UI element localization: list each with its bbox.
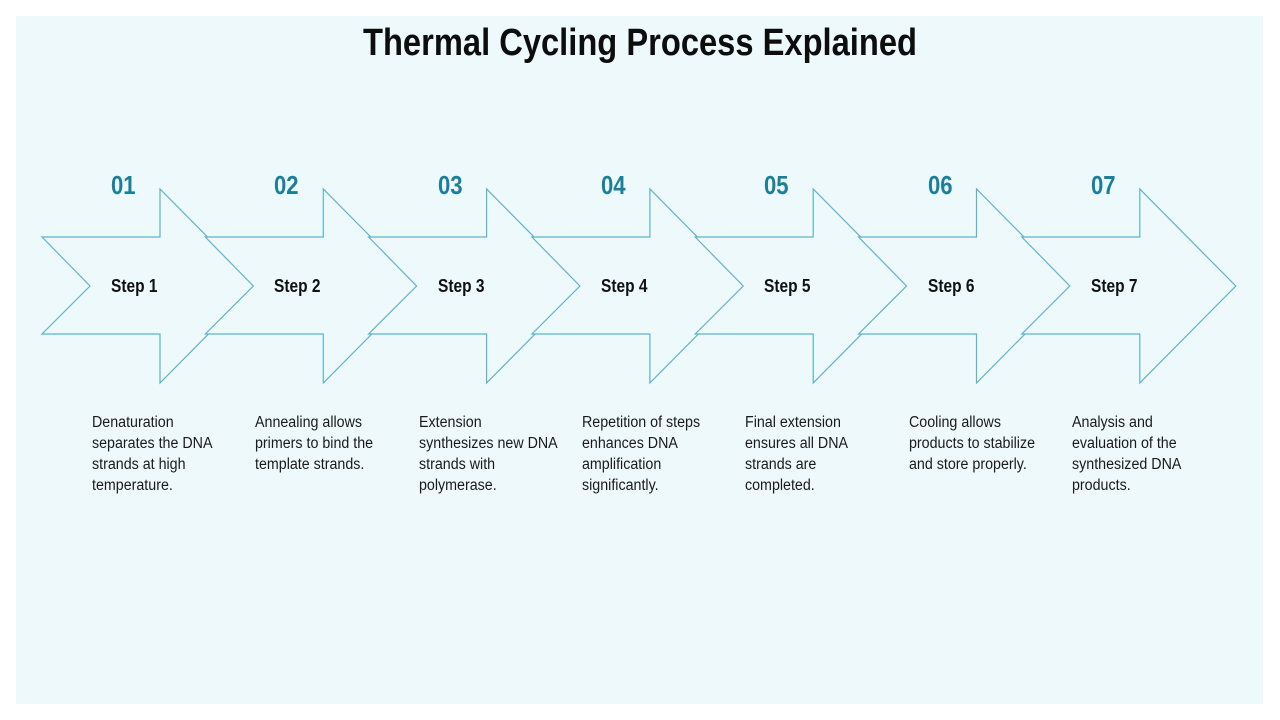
step-number-7: 07 <box>1090 170 1116 200</box>
step-label-6: Step 6 <box>927 276 974 296</box>
step-description-1: Denaturation separates the DNA strands a… <box>92 414 212 494</box>
page-title: Thermal Cycling Process Explained <box>363 22 917 64</box>
step-label-4: Step 4 <box>600 276 648 296</box>
step-label-7: Step 7 <box>1090 276 1138 296</box>
step-arrow-2 <box>203 187 421 385</box>
step-number-5: 05 <box>764 170 789 200</box>
step-arrow-3 <box>367 187 584 385</box>
step-description-2: Annealing allows primers to bind the tem… <box>255 414 374 473</box>
slide-background <box>16 16 1263 704</box>
step-number-1: 01 <box>111 170 136 200</box>
step-description-3: Extension synthesizes new DNA strands wi… <box>418 414 557 494</box>
step-number-3: 03 <box>437 170 463 200</box>
step-arrow-5 <box>693 187 911 385</box>
step-arrow-1 <box>40 187 257 385</box>
step-label-5: Step 5 <box>764 276 811 296</box>
step-description-5: Final extension ensures all DNA strands … <box>745 414 848 494</box>
step-number-4: 04 <box>600 170 626 200</box>
step-label-2: Step 2 <box>274 276 321 296</box>
step-arrow-7 <box>1020 187 1237 385</box>
step-description-7: Analysis and evaluation of the synthesiz… <box>1071 414 1181 494</box>
step-description-6: Cooling allows products to stabilize and… <box>908 414 1035 473</box>
step-arrow-4 <box>530 187 747 385</box>
step-label-3: Step 3 <box>437 276 485 296</box>
step-arrow-6 <box>857 187 1074 385</box>
step-number-6: 06 <box>927 170 953 200</box>
step-description-4: Repetition of steps enhances DNA amplifi… <box>581 414 701 494</box>
step-label-1: Step 1 <box>111 276 158 296</box>
step-number-2: 02 <box>274 170 299 200</box>
